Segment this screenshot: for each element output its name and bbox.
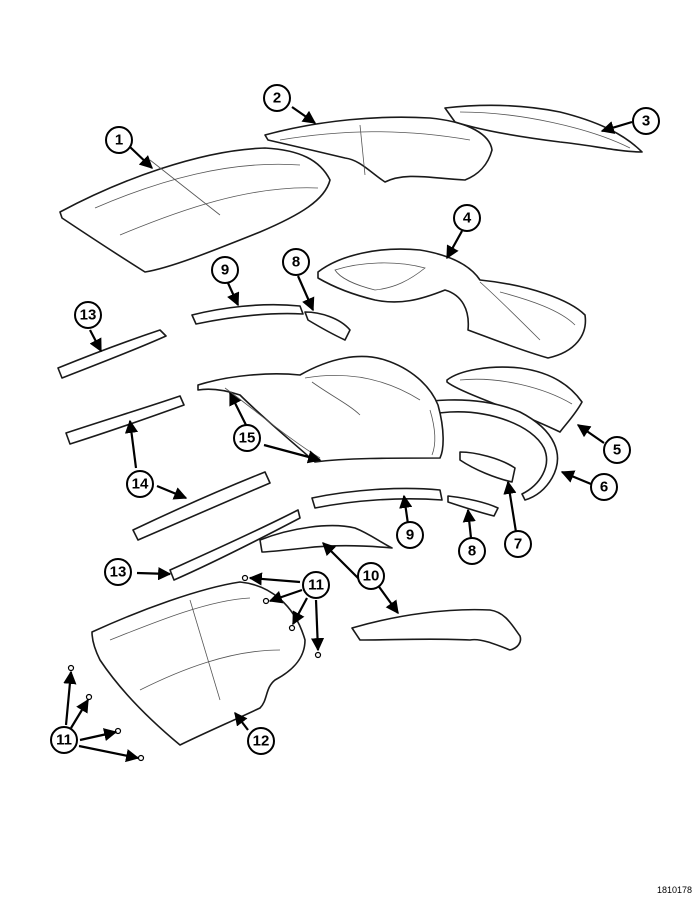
callout-9-lower: 9 [396, 521, 424, 549]
part-15-roof-frame [197, 355, 444, 463]
svg-text:4: 4 [463, 210, 472, 227]
callout-7: 7 [504, 530, 532, 558]
svg-text:9: 9 [406, 527, 414, 544]
part-14-lower-rail [132, 471, 271, 541]
callout-11-lower: 11 [50, 726, 78, 754]
svg-text:8: 8 [292, 254, 300, 271]
part-8-lower-trim [447, 495, 499, 517]
callout-1: 1 [105, 126, 133, 154]
svg-text:15: 15 [239, 430, 256, 447]
svg-text:11: 11 [56, 732, 72, 749]
svg-text:11: 11 [308, 577, 324, 594]
part-10-upper-side-trim [259, 524, 393, 553]
svg-text:7: 7 [514, 536, 522, 553]
callout-10: 10 [357, 562, 385, 590]
leader-lines [63, 106, 633, 763]
svg-text:10: 10 [363, 568, 380, 585]
callout-8-lower: 8 [458, 537, 486, 565]
part-13-upper-strip [57, 329, 167, 379]
callout-14: 14 [126, 470, 154, 498]
callout-12: 12 [247, 727, 275, 755]
part-7-bracket [459, 451, 516, 483]
callout-13-lower: 13 [104, 558, 132, 586]
callout-8-upper: 8 [282, 248, 310, 276]
svg-text:3: 3 [642, 113, 650, 130]
callout-2: 2 [263, 84, 291, 112]
svg-text:6: 6 [600, 479, 608, 496]
part-9-lower-strip [311, 487, 443, 509]
callout-4: 4 [453, 204, 481, 232]
part-3-rear-glass [444, 104, 643, 153]
part-13-lower-strip [169, 509, 301, 581]
part-12-headliner-panel [91, 581, 306, 746]
reference-code: 1810178 [656, 885, 692, 895]
part-4-rear-shell [317, 248, 587, 359]
callout-13-upper: 13 [74, 301, 102, 329]
callout-5: 5 [603, 436, 631, 464]
fastener-11-upper-group [241, 574, 322, 659]
part-14-upper-rail [65, 395, 185, 445]
part-10-lower-side-trim [351, 608, 522, 651]
svg-text:2: 2 [273, 90, 281, 107]
callout-3: 3 [632, 107, 660, 135]
callout-6: 6 [590, 473, 618, 501]
part-5-rear-header-panel [446, 366, 583, 433]
part-1-front-roof-panel [59, 147, 331, 273]
svg-text:5: 5 [613, 442, 621, 459]
part-9-upper-strip [191, 303, 304, 325]
callout-9-upper: 9 [211, 256, 239, 284]
svg-text:13: 13 [80, 307, 97, 324]
part-6-side-rail [364, 399, 559, 501]
callout-11-upper: 11 [302, 571, 330, 599]
part-8-upper-trim [304, 311, 351, 341]
svg-text:13: 13 [110, 564, 127, 581]
part-2-center-roof-panel [264, 116, 493, 183]
callout-15: 15 [233, 424, 261, 452]
svg-text:1: 1 [115, 132, 123, 149]
svg-text:12: 12 [253, 733, 270, 750]
svg-text:9: 9 [221, 262, 229, 279]
svg-text:14: 14 [132, 476, 149, 493]
svg-text:8: 8 [468, 543, 476, 560]
